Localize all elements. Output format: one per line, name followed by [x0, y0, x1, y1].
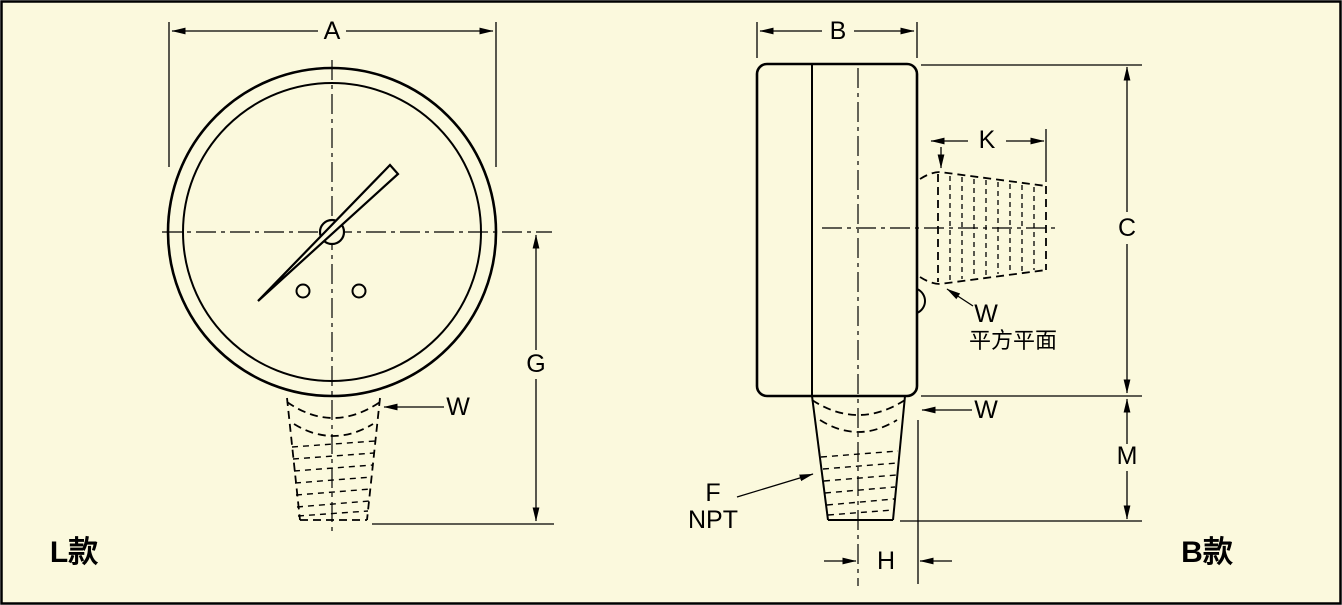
stem-edge-left	[286, 397, 301, 521]
left-view: A W G L款	[50, 17, 554, 569]
wrench-flat-boss	[916, 288, 926, 314]
bottom-stem-shoulder-arc-inner	[819, 419, 898, 433]
screw-hole-right	[351, 283, 367, 299]
bottom-thread-hatch-line	[823, 474, 897, 482]
back-stem-top-edge	[919, 171, 1047, 187]
leader-w-back	[946, 288, 974, 307]
dim-label-w-bottom: W	[974, 396, 998, 424]
dim-label-g: G	[526, 350, 545, 378]
case-body	[755, 62, 919, 398]
bottom-stem-edge-right	[892, 395, 906, 521]
bottom-thread-hatch-line	[820, 450, 899, 458]
leader-f-npt	[736, 473, 814, 498]
thread-label-npt: NPT	[688, 506, 738, 534]
dim-label-k: K	[979, 126, 996, 154]
back-stem-bottom-edge	[919, 269, 1047, 285]
stem-shoulder-arc-inner	[293, 423, 374, 437]
dim-label-h: H	[877, 547, 895, 575]
thread-hatch-line	[291, 440, 376, 448]
right-view-title: B款	[1181, 536, 1234, 569]
dim-label-w-back: W	[974, 300, 998, 328]
bottom-thread-hatch-line	[822, 462, 898, 470]
thread-label-f: F	[705, 479, 720, 507]
stem-edge-right	[366, 397, 381, 521]
thread-hatch-line	[296, 500, 370, 508]
dim-label-b: B	[830, 17, 847, 45]
thread-hatch-line	[294, 476, 373, 484]
flat-face-note: 平方平面	[969, 328, 1057, 353]
bottom-thread-hatch-line	[826, 498, 895, 506]
bottom-thread-hatch-line	[824, 486, 896, 494]
gauge-inner-ring	[182, 82, 482, 382]
gauge-outer-ring	[166, 66, 498, 398]
screw-hole-left	[295, 283, 311, 299]
thread-hatch-line	[293, 464, 374, 472]
bottom-stem-edge-left	[811, 395, 829, 521]
thread-hatch-line	[297, 510, 369, 517]
dim-label-w-left-view: W	[446, 393, 470, 421]
thread-hatch-line	[295, 488, 372, 496]
needle	[257, 163, 400, 302]
dim-label-m: M	[1117, 442, 1138, 470]
dim-label-c: C	[1118, 214, 1136, 242]
left-view-title: L款	[50, 536, 99, 569]
dim-label-a: A	[324, 17, 341, 45]
thread-hatch-line	[292, 452, 375, 460]
right-view: B K C W 平方平面	[688, 17, 1234, 586]
